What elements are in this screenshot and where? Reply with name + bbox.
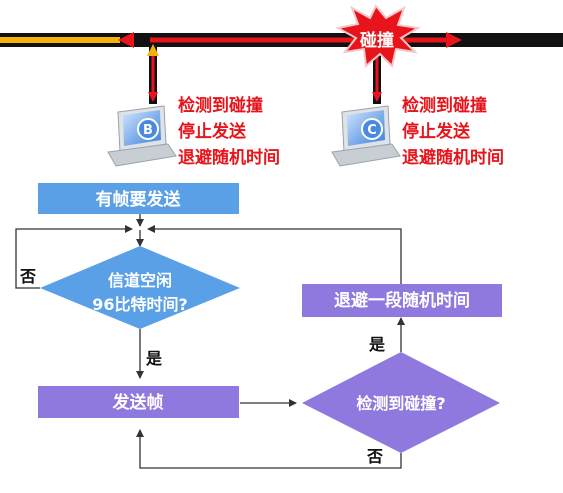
- laptop-c-id: C: [367, 123, 377, 138]
- station-c-line-3: 退避随机时间: [402, 147, 504, 168]
- collision-burst: 碰撞: [335, 4, 421, 68]
- station-b-text: 检测到碰撞 停止发送 退避随机时间: [178, 95, 280, 168]
- flow-decision-collision: 检测到碰撞?: [302, 352, 500, 453]
- station-b-drop: [147, 44, 159, 104]
- flow-send-label: 发送帧: [112, 392, 164, 413]
- flow-decision-idle: 信道空闲 96比特时间?: [40, 246, 240, 329]
- flow-decision-idle-line-2: 96比特时间?: [92, 295, 188, 314]
- laptop-b-id: B: [143, 123, 153, 138]
- laptop-b-icon: B: [107, 105, 177, 167]
- flow-backoff-label: 退避一段随机时间: [334, 290, 470, 311]
- flow-decision-idle-line-1: 信道空闲: [108, 271, 172, 290]
- flow-label-no-idle: 否: [19, 267, 36, 286]
- flow-start-box: 有帧要发送: [38, 183, 239, 214]
- flow-send-box: 发送帧: [38, 386, 239, 418]
- flow-label-no-collision: 否: [366, 447, 383, 466]
- bus-line: [0, 32, 563, 48]
- station-b-line-1: 检测到碰撞: [178, 95, 263, 116]
- station-c-line-1: 检测到碰撞: [402, 95, 487, 116]
- flow-backoff-box: 退避一段随机时间: [302, 284, 502, 317]
- flow-connectors: [15, 214, 405, 469]
- flow-start-label: 有帧要发送: [96, 189, 182, 210]
- collision-label: 碰撞: [360, 30, 394, 51]
- station-c-text: 检测到碰撞 停止发送 退避随机时间: [402, 95, 504, 168]
- flow-label-yes-collision: 是: [368, 335, 385, 354]
- station-b-line-3: 退避随机时间: [178, 147, 280, 168]
- flow-decision-collision-label: 检测到碰撞?: [356, 394, 445, 413]
- laptop-c-icon: C: [331, 105, 401, 167]
- station-c-line-2: 停止发送: [402, 121, 471, 142]
- station-b-line-2: 停止发送: [178, 121, 247, 142]
- flow-label-yes-idle: 是: [145, 349, 162, 368]
